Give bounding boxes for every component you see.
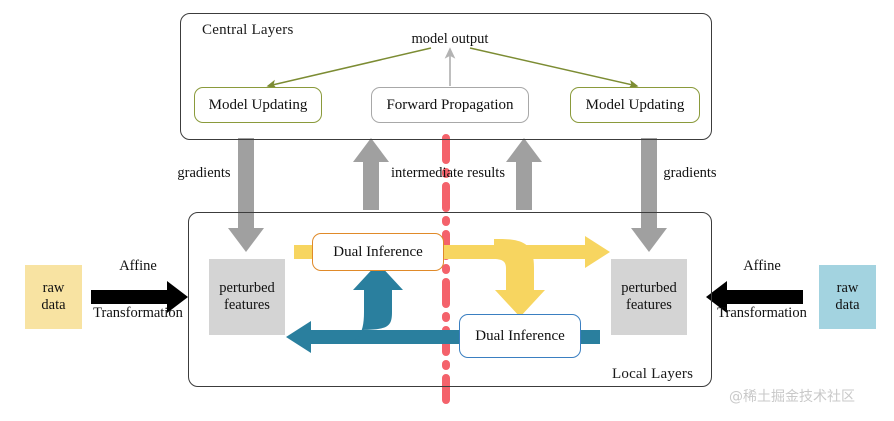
raw-data-right-line1: raw bbox=[836, 279, 859, 296]
perturbed-features-left: perturbed features bbox=[209, 259, 285, 335]
model-output-label: model output bbox=[411, 31, 489, 47]
affine-label-left-line1: Affine bbox=[119, 258, 157, 274]
yellow-flow-arrow bbox=[294, 236, 610, 317]
affine-label-left-line2: Transformation bbox=[93, 305, 183, 321]
affine-arrow-left bbox=[91, 281, 188, 313]
model-updating-right[interactable]: Model Updating bbox=[570, 87, 700, 123]
raw-data-left: raw data bbox=[25, 265, 82, 329]
central-layers-box bbox=[180, 13, 712, 140]
raw-data-left-line1: raw bbox=[42, 279, 65, 296]
raw-data-right: raw data bbox=[819, 265, 876, 329]
affine-label-right-line2: Transformation bbox=[717, 305, 807, 321]
gradients-label-left: gradients bbox=[177, 165, 231, 181]
local-layers-box bbox=[188, 212, 712, 387]
perturbed-features-left-line1: perturbed bbox=[219, 279, 275, 296]
central-layers-title: Central Layers bbox=[202, 22, 294, 38]
intermediate-arrow-right bbox=[506, 138, 542, 210]
perturbed-features-right-line1: perturbed bbox=[621, 279, 677, 296]
raw-data-left-line2: data bbox=[41, 297, 66, 313]
watermark: @稀土掘金技术社区 bbox=[729, 389, 855, 405]
gradients-label-right: gradients bbox=[663, 165, 717, 181]
local-layers-title: Local Layers bbox=[612, 366, 694, 382]
affine-label-right-line1: Affine bbox=[743, 258, 781, 274]
affine-arrow-right bbox=[706, 281, 803, 313]
raw-data-right-line2: data bbox=[835, 297, 860, 313]
model-output-arrow-right bbox=[469, 47, 639, 89]
teal-flow-arrow bbox=[286, 263, 600, 353]
perturbed-features-left-line2: features bbox=[224, 297, 270, 313]
intermediate-arrow-left bbox=[353, 138, 389, 210]
intermediate-results-label: intermediate results bbox=[391, 165, 505, 181]
dual-inference-bottom[interactable]: Dual Inference bbox=[459, 314, 581, 358]
model-updating-left[interactable]: Model Updating bbox=[194, 87, 322, 123]
perturbed-features-right: perturbed features bbox=[611, 259, 687, 335]
gradients-arrow-right bbox=[631, 138, 667, 252]
dual-inference-top[interactable]: Dual Inference bbox=[312, 233, 444, 271]
gradients-arrow-left bbox=[228, 138, 264, 252]
forward-propagation[interactable]: Forward Propagation bbox=[371, 87, 529, 123]
model-output-arrow-left bbox=[266, 47, 432, 89]
perturbed-features-right-line2: features bbox=[626, 297, 672, 313]
